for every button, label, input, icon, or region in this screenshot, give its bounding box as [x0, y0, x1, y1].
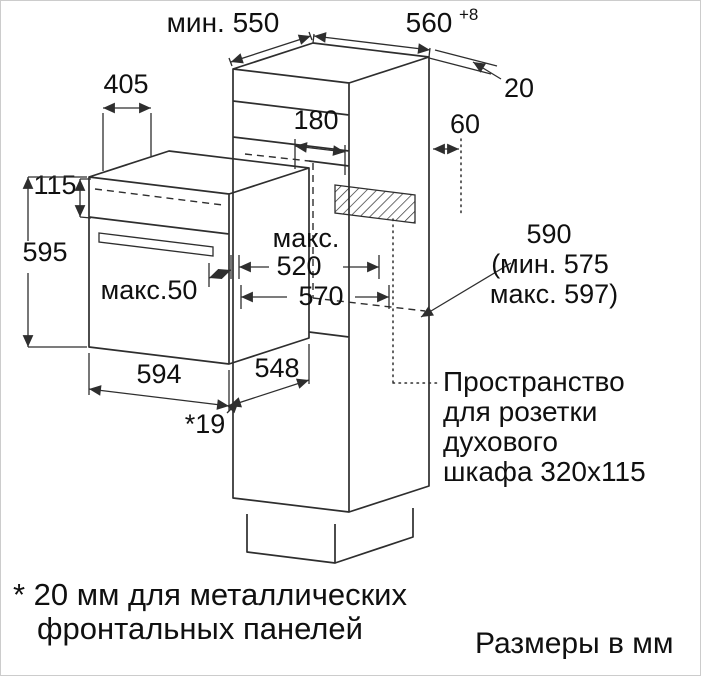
socket-annotation: Пространство для розетки духового шкафа …	[443, 366, 646, 487]
ext-line	[312, 33, 431, 58]
dim-min-depth: мин. 550	[167, 7, 313, 67]
socket-text-line3: духового	[443, 426, 558, 457]
cabinet-outline	[232, 42, 430, 564]
label-vent-180: 180	[293, 105, 338, 135]
cabinet	[232, 42, 430, 564]
footnote-line2: фронтальных панелей	[37, 611, 363, 646]
label-rear-gap: 60	[450, 109, 480, 139]
footnote: * 20 мм для металлических фронтальных па…	[13, 577, 407, 646]
label-top-gap: 20	[504, 73, 534, 103]
dim-line	[230, 34, 312, 64]
oven-handle	[98, 232, 214, 257]
cabinet-hidden-edges	[244, 153, 426, 312]
dim-line	[228, 378, 310, 408]
dim-rear-gap-60: 60	[433, 109, 480, 155]
dim-line	[313, 32, 431, 54]
socket-text-line4: шкафа 320x115	[443, 456, 646, 487]
dim-handle-max-50: макс.50	[101, 255, 232, 305]
oven	[88, 150, 310, 365]
label-front-offset: *19	[185, 409, 226, 439]
dim-line	[88, 385, 230, 410]
footnote-line1: * 20 мм для металлических	[13, 577, 407, 612]
dim-570: 570	[240, 281, 390, 311]
dim-max-520: макс. 520	[238, 223, 380, 281]
label-niche-width-tolerance: +8	[459, 5, 478, 24]
dim-front-depth-405: 405	[102, 69, 152, 171]
label-panel-height: 115	[33, 170, 76, 200]
ext-line	[238, 255, 380, 279]
leader-line	[226, 400, 240, 414]
dim-line	[294, 142, 346, 156]
leader-line	[420, 262, 512, 318]
ext-line	[28, 176, 87, 348]
socket-text-line2: для розетки	[443, 396, 597, 427]
ext-line	[228, 31, 313, 67]
label-oven-depth: 548	[254, 353, 299, 383]
label-handle-max: макс.50	[101, 275, 198, 305]
label-niche-height-max: макс. 597)	[490, 279, 618, 309]
label-oven-height: 595	[22, 237, 67, 267]
dim-niche-height-590: 590 (мин. 575 макс. 597)	[420, 219, 618, 318]
socket-text-line1: Пространство	[443, 366, 625, 397]
dim-vent-180: 180	[293, 105, 346, 175]
ext-line	[294, 139, 346, 175]
socket-area-hatch	[334, 184, 416, 224]
oven-panel-detail	[94, 188, 224, 206]
label-depth-570: 570	[298, 281, 343, 311]
label-max-depth: 520	[276, 251, 321, 281]
dim-oven-depth-548: 548	[228, 344, 310, 408]
socket-leader-dotted	[392, 218, 440, 384]
label-niche-width: 560	[406, 7, 453, 38]
dim-line	[208, 268, 232, 280]
oven-body	[88, 150, 310, 365]
dim-top-gap: 20	[472, 61, 534, 103]
dim-niche-width: 560 +8	[312, 5, 478, 58]
dim-oven-height-595: 595	[22, 176, 87, 348]
units-note: Размеры в мм	[475, 627, 674, 660]
ext-line	[240, 285, 390, 309]
label-min-depth: мин. 550	[167, 7, 280, 38]
label-max: макс.	[273, 223, 340, 253]
socket-space	[334, 184, 440, 384]
ext-line	[102, 113, 152, 171]
label-oven-width: 594	[136, 359, 181, 389]
label-front-depth: 405	[103, 69, 148, 99]
dim-front-offset-19: *19	[185, 400, 240, 439]
dim-oven-width-594: 594	[88, 353, 230, 411]
ext-line	[79, 178, 92, 219]
label-niche-height: 590	[526, 219, 571, 249]
dim-panel-height-115: 115	[33, 170, 92, 219]
label-niche-height-min: (мин. 575	[491, 249, 609, 279]
leader-line	[472, 61, 502, 80]
